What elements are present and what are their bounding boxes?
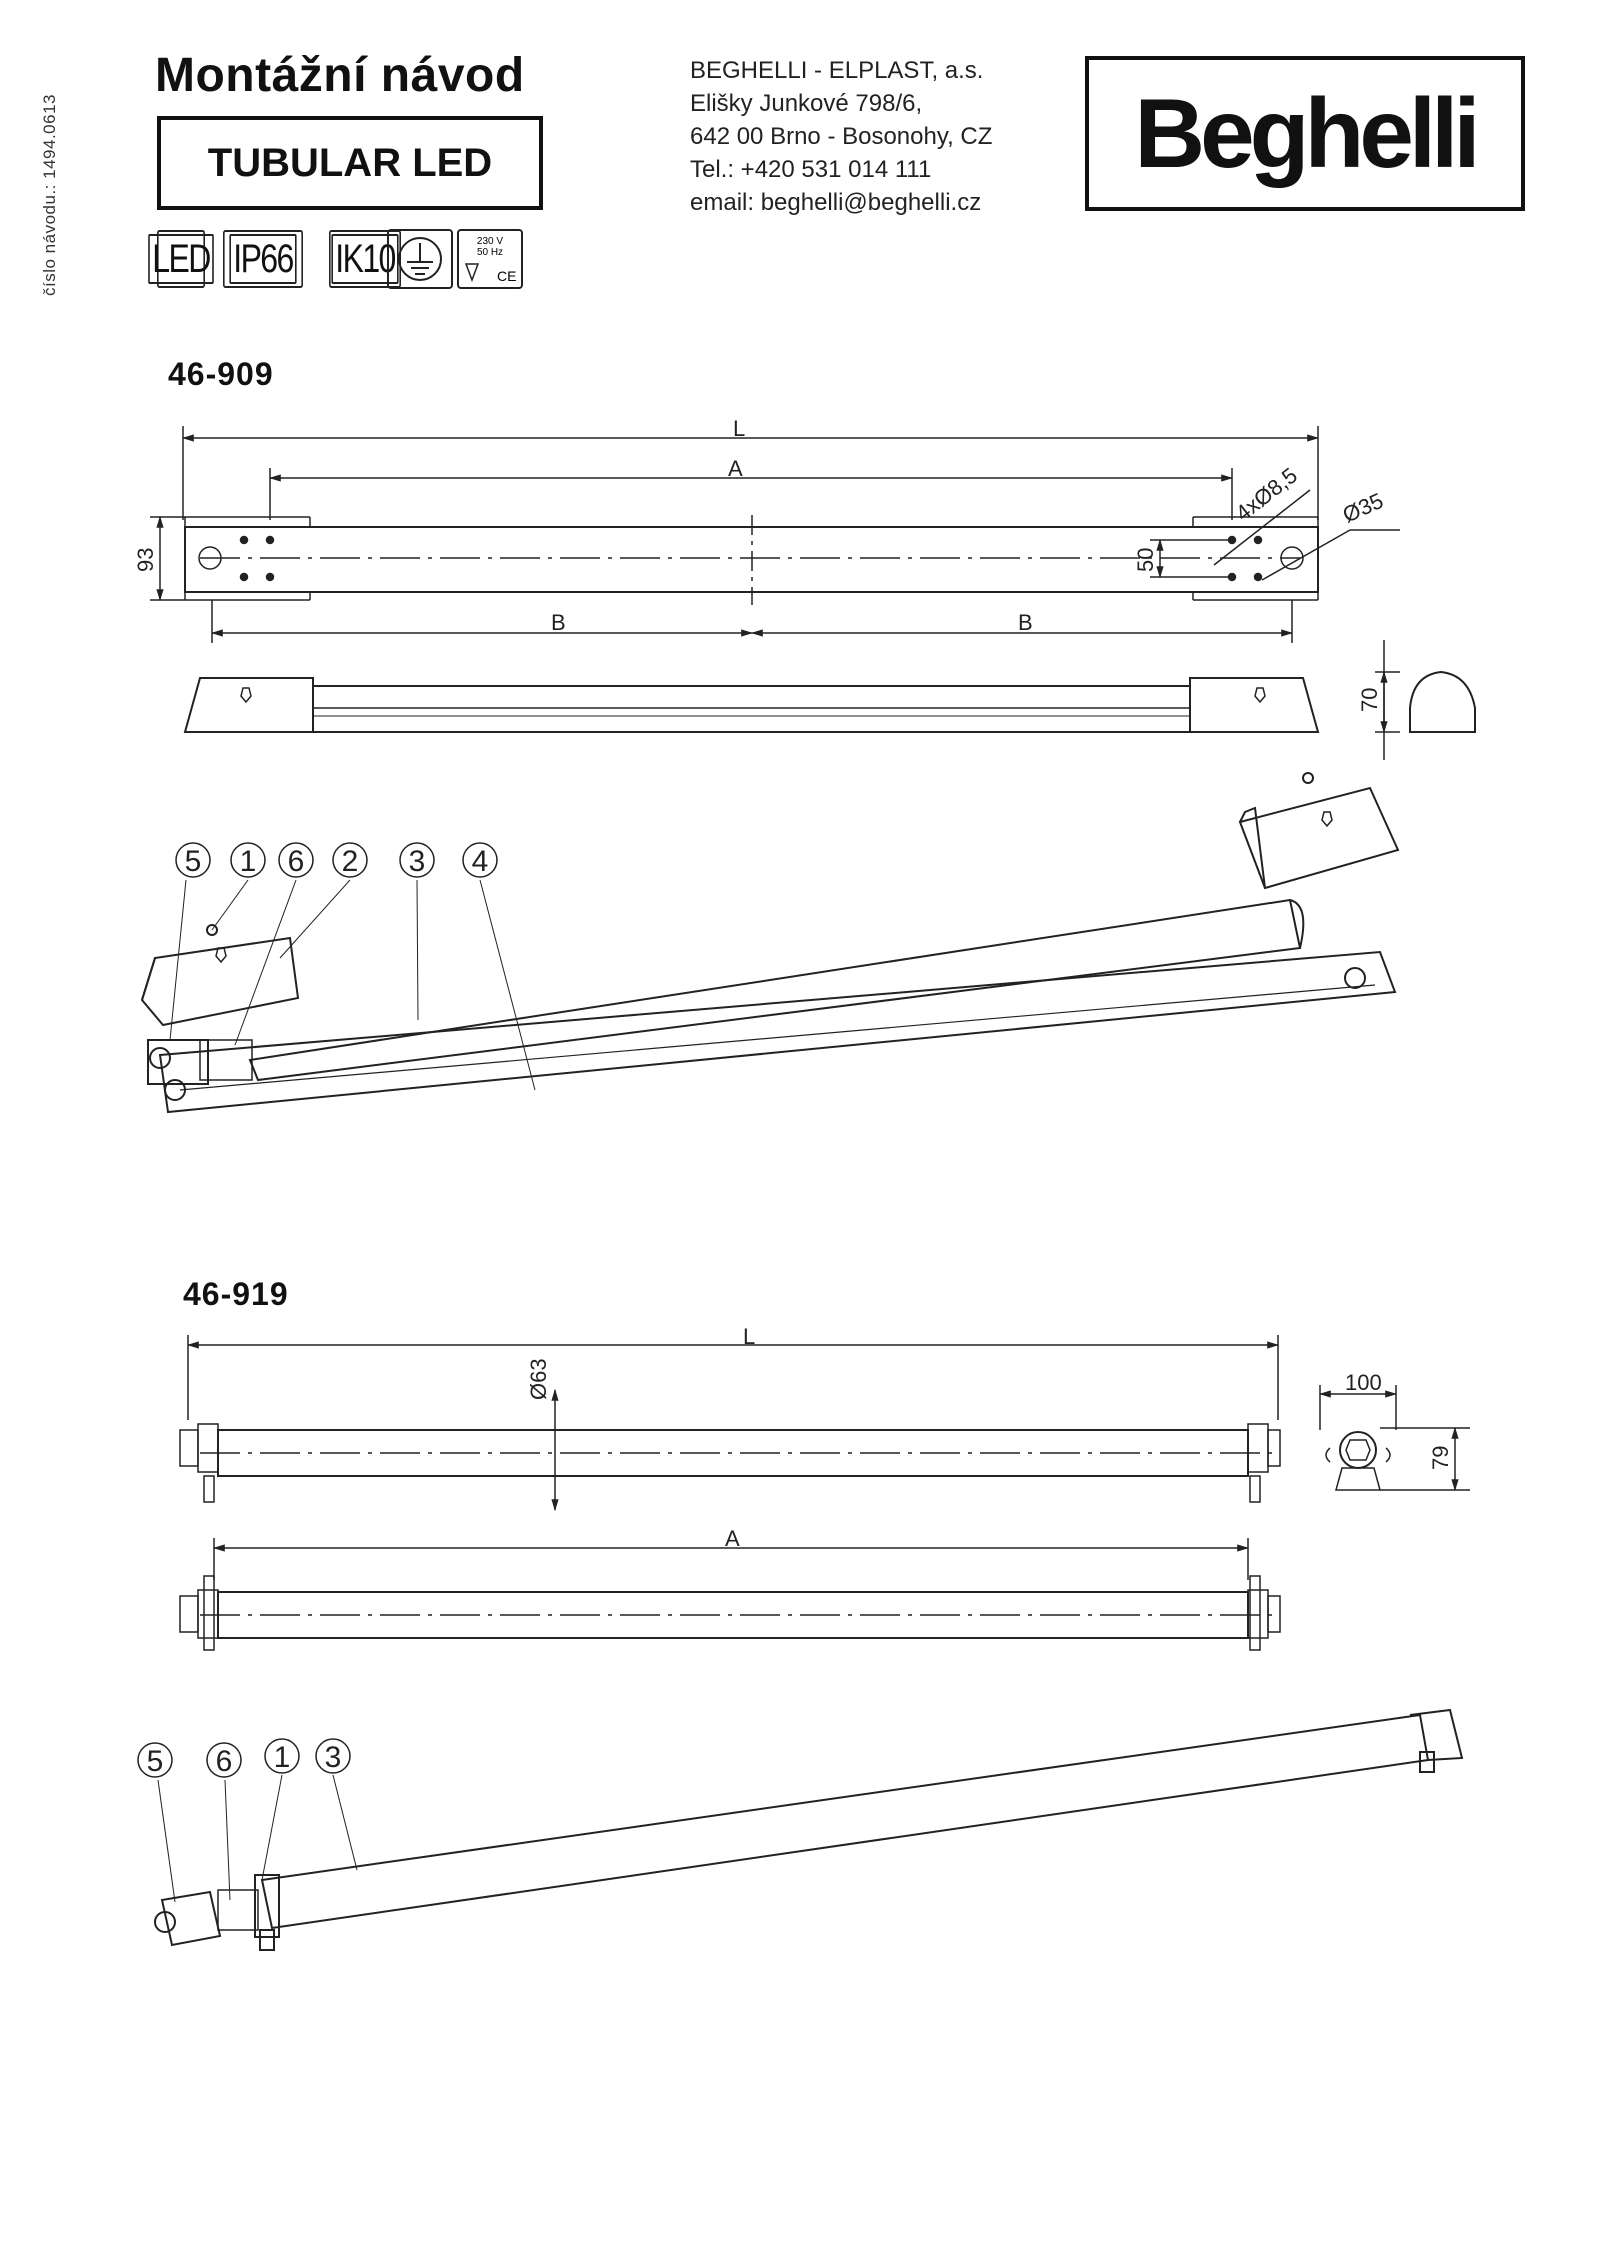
dim-height-79: 79 bbox=[1428, 1446, 1453, 1470]
svg-text:50 Hz: 50 Hz bbox=[477, 247, 503, 258]
document-title: Montážní návod bbox=[155, 49, 525, 102]
dim-hole-large: Ø35 bbox=[1339, 488, 1387, 528]
svg-text:230 V: 230 V bbox=[477, 236, 503, 247]
company-name: BEGHELLI - ELPLAST, a.s. bbox=[690, 57, 984, 84]
callout-2: 2 bbox=[342, 845, 359, 878]
dim-diameter-63: Ø63 bbox=[526, 1358, 551, 1400]
voltage-badge: 230 V 50 Hz CE bbox=[457, 229, 523, 289]
dim-A-1: A bbox=[728, 456, 743, 481]
product-name-box: TUBULAR LED bbox=[157, 116, 543, 210]
dim-B-right: B bbox=[1018, 610, 1033, 635]
dim-B-left: B bbox=[551, 610, 566, 635]
company-street: Elišky Junkové 798/6, bbox=[690, 90, 923, 117]
company-email: email: beghelli@beghelli.cz bbox=[690, 189, 982, 216]
callout-leaders-46-909 bbox=[169, 879, 536, 1091]
side-view-46-909 bbox=[183, 677, 1320, 733]
led-badge: LED bbox=[148, 230, 214, 288]
dim-width-100: 100 bbox=[1345, 1370, 1382, 1395]
dim-L-1: L bbox=[733, 416, 745, 441]
dim-L-2: L bbox=[743, 1324, 755, 1349]
callout-6: 6 bbox=[288, 845, 305, 878]
callout-1-b: 1 bbox=[274, 1741, 291, 1774]
profile-view-46-919 bbox=[1318, 1385, 1470, 1492]
dim-A-2: A bbox=[725, 1526, 740, 1551]
exploded-view-46-919 bbox=[154, 1708, 1464, 1951]
model-code-2: 46-919 bbox=[183, 1276, 289, 1312]
callout-5: 5 bbox=[185, 845, 202, 878]
ik-rating-badge: IK10 bbox=[329, 230, 401, 288]
callout-3-b: 3 bbox=[325, 1741, 342, 1774]
company-address: BEGHELLI - ELPLAST, a.s. Elišky Junkové … bbox=[690, 54, 992, 219]
callout-4: 4 bbox=[472, 845, 489, 878]
dim-profile-70: 70 bbox=[1357, 688, 1382, 712]
company-phone: Tel.: +420 531 014 111 bbox=[690, 156, 932, 183]
callout-5-b: 5 bbox=[147, 1745, 164, 1778]
callout-leaders-46-919 bbox=[157, 1774, 358, 1903]
ip-rating-badge: IP66 bbox=[223, 230, 303, 288]
company-city: 642 00 Brno - Bosonohy, CZ bbox=[690, 123, 993, 150]
top-view-46-909 bbox=[150, 426, 1400, 643]
profile-view-46-909 bbox=[1375, 640, 1476, 760]
exploded-view-46-909 bbox=[140, 772, 1400, 1114]
earth-ground-icon bbox=[387, 229, 453, 289]
dim-spacing-50: 50 bbox=[1133, 548, 1158, 572]
front-view-mounting-46-919 bbox=[179, 1538, 1281, 1651]
ce-mark: CE bbox=[497, 268, 516, 284]
front-view-46-919 bbox=[179, 1335, 1281, 1512]
callout-1: 1 bbox=[240, 845, 257, 878]
callout-3: 3 bbox=[409, 845, 426, 878]
model-code-1: 46-909 bbox=[168, 356, 274, 392]
brand-logo: Beghelli bbox=[1085, 56, 1525, 211]
certification-badges: LED IP66 IK10 bbox=[148, 230, 419, 288]
callout-6-b: 6 bbox=[216, 1745, 233, 1778]
dim-height-93: 93 bbox=[133, 548, 158, 572]
